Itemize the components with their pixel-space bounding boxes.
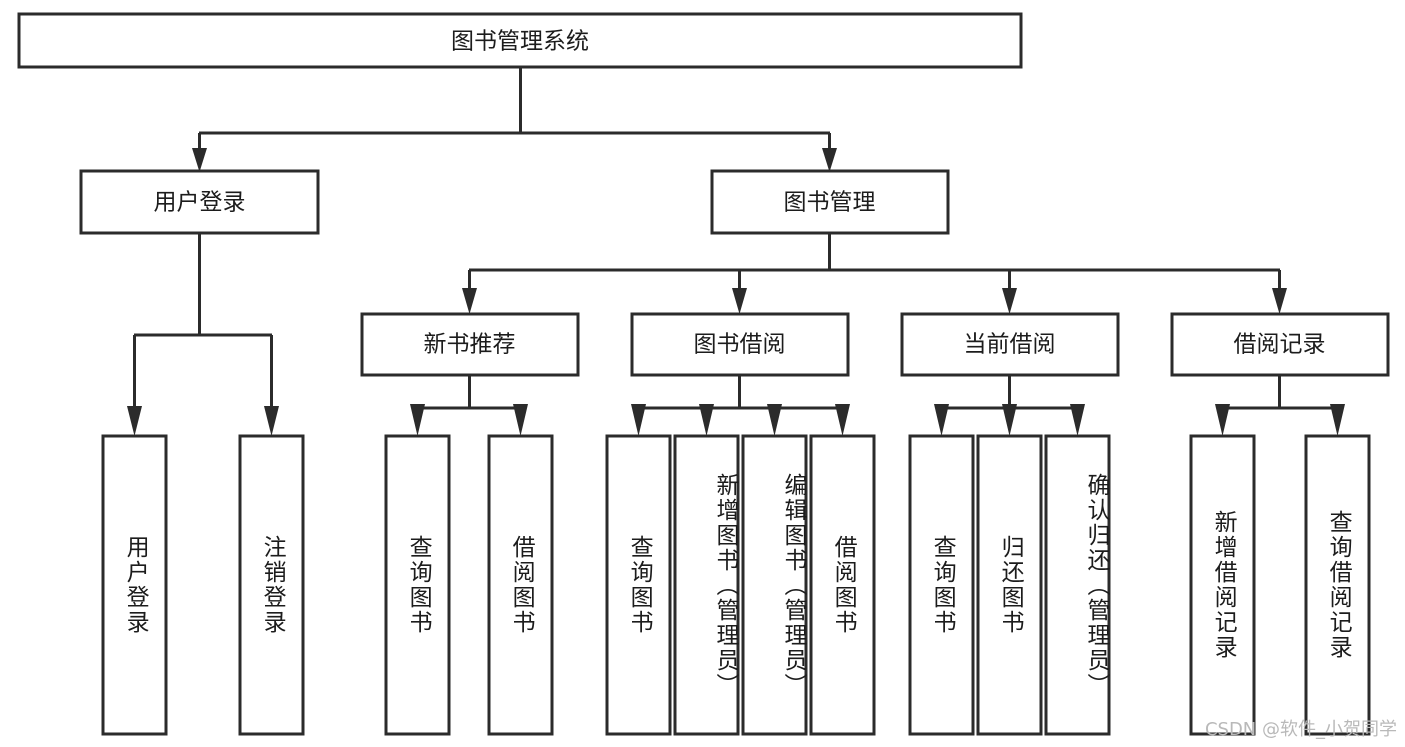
arrow-icon-borrow-leaf3: [767, 404, 782, 436]
arrow-icon-current-leaf2: [1002, 404, 1017, 436]
arrow-icon-newbook-leaf1: [410, 404, 425, 436]
leaf-box-user-login[interactable]: [101, 434, 168, 736]
arrow-icon-bm-record: [1272, 288, 1287, 314]
arrow-icon-root-to-bookmanage: [822, 148, 837, 172]
leaf-box-borrow-book-b[interactable]: [809, 434, 876, 736]
arrow-icon-record-leaf1: [1215, 404, 1230, 436]
node-book-borrow[interactable]: 图书借阅: [630, 312, 850, 377]
node-book-manage-box[interactable]: [710, 169, 950, 235]
arrowhead-group: [127, 148, 1345, 436]
leaf-box-query-book-a[interactable]: [384, 434, 451, 736]
node-borrow-record[interactable]: 借阅记录: [1170, 312, 1390, 377]
arrow-icon-bm-current: [1002, 288, 1017, 314]
leaf-box-group: [101, 434, 1371, 736]
arrow-icon-root-to-userlogin: [192, 148, 207, 172]
arrow-icon-borrow-leaf2: [699, 404, 714, 436]
node-root[interactable]: 图书管理系统: [17, 12, 1023, 69]
node-new-book-rec-box[interactable]: [360, 312, 580, 377]
node-book-manage[interactable]: 图书管理: [710, 169, 950, 235]
leaf-box-query-book-c[interactable]: [908, 434, 975, 736]
node-book-borrow-box[interactable]: [630, 312, 850, 377]
arrow-icon-bm-newbook: [462, 288, 477, 314]
leaf-box-logout[interactable]: [238, 434, 305, 736]
leaf-box-query-book-b[interactable]: [605, 434, 672, 736]
watermark-text: CSDN @软件_小贺同学: [1204, 719, 1397, 740]
leaf-box-add-book[interactable]: [673, 434, 740, 736]
node-book-manage-label: 图书管理: [784, 190, 876, 216]
leaf-box-borrow-book-a[interactable]: [487, 434, 554, 736]
node-user-login[interactable]: 用户登录: [79, 169, 320, 235]
arrow-icon-borrow-leaf4: [835, 404, 850, 436]
node-current-borrow-label: 当前借阅: [964, 332, 1056, 358]
node-current-borrow-box[interactable]: [900, 312, 1120, 377]
leaf-box-query-record[interactable]: [1304, 434, 1371, 736]
node-new-book-rec[interactable]: 新书推荐: [360, 312, 580, 377]
node-root-box[interactable]: [17, 12, 1023, 69]
node-borrow-record-box[interactable]: [1170, 312, 1390, 377]
arrow-icon-newbook-leaf2: [513, 404, 528, 436]
node-user-login-label: 用户登录: [154, 190, 246, 216]
leaf-box-edit-book[interactable]: [741, 434, 808, 736]
arrow-icon-current-leaf1: [934, 404, 949, 436]
leaf-box-add-record[interactable]: [1189, 434, 1256, 736]
node-user-login-box[interactable]: [79, 169, 320, 235]
arrow-icon-record-leaf2: [1330, 404, 1345, 436]
arrow-icon-userlogin-leaf2: [264, 406, 279, 436]
leaf-box-confirm-return[interactable]: [1044, 434, 1111, 736]
node-root-label: 图书管理系统: [451, 29, 589, 55]
node-borrow-record-label: 借阅记录: [1234, 332, 1326, 358]
arrow-icon-bm-borrow: [732, 288, 747, 314]
arrow-icon-borrow-leaf1: [631, 404, 646, 436]
leaf-box-return-book[interactable]: [976, 434, 1043, 736]
node-current-borrow[interactable]: 当前借阅: [900, 312, 1120, 377]
node-book-borrow-label: 图书借阅: [694, 332, 786, 358]
node-new-book-rec-label: 新书推荐: [424, 332, 516, 358]
arrow-icon-userlogin-leaf1: [127, 406, 142, 436]
arrow-icon-current-leaf3: [1070, 404, 1085, 436]
